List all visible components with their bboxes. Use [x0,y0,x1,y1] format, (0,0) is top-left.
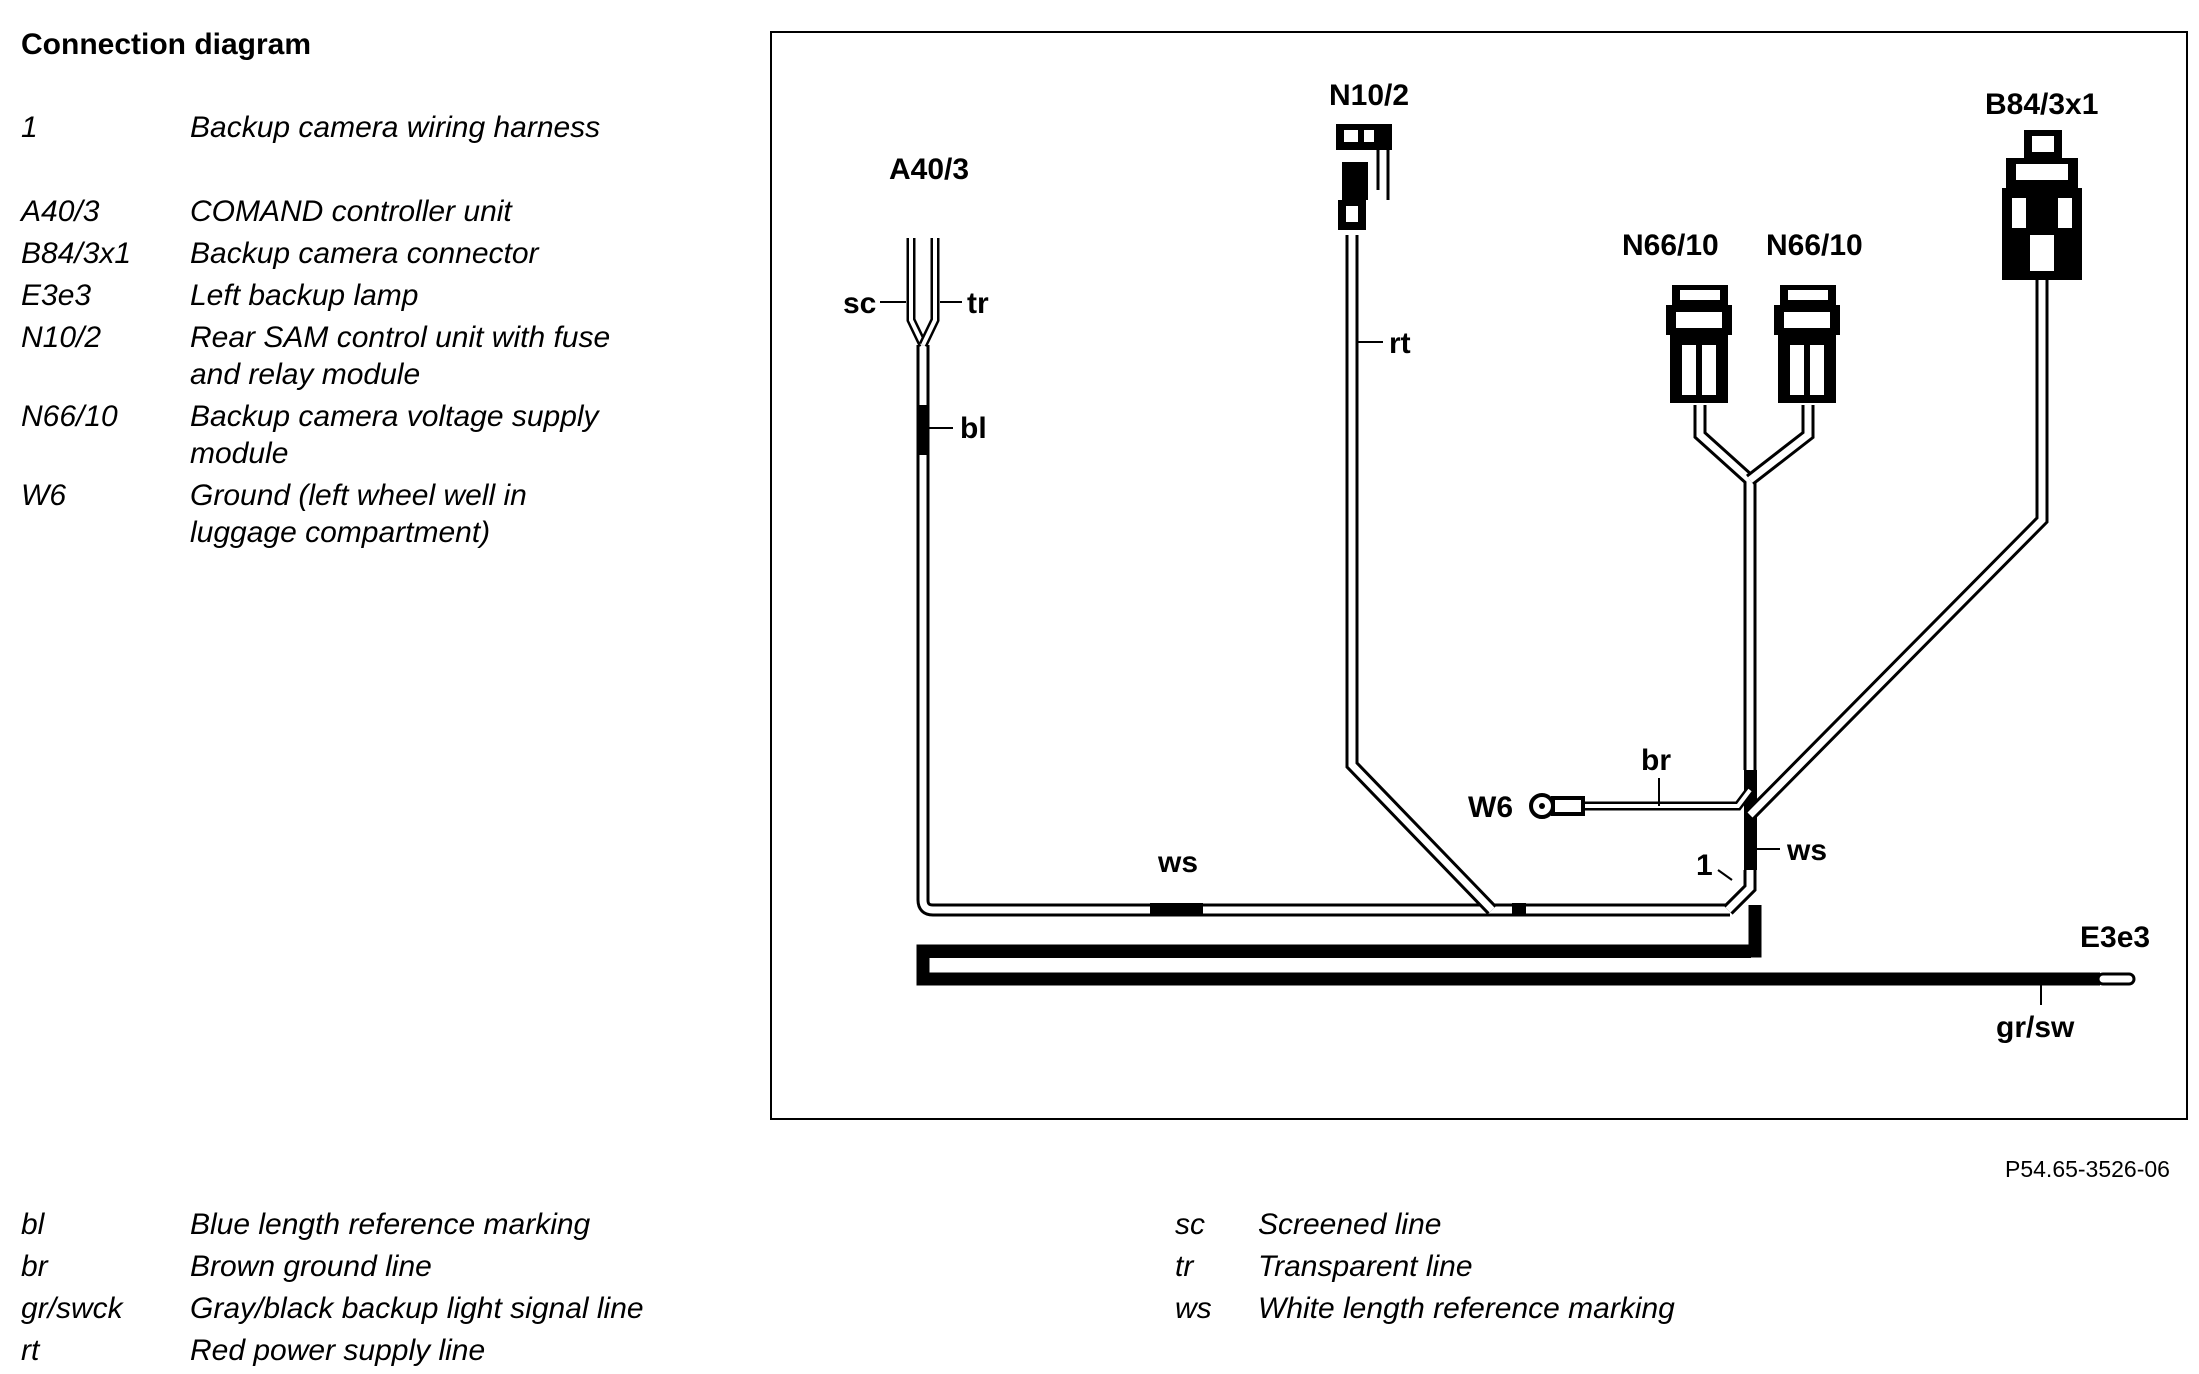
legend-desc: Transparent line [1258,1250,1473,1283]
label-rt: rt [1389,327,1411,360]
label-n66-10-left: N66/10 [1622,229,1719,262]
label-n10-2: N10/2 [1329,79,1409,112]
legend-desc: Left backup lamp [190,279,419,312]
legend-desc: Backup camera voltage supply [190,400,599,433]
legend-code: sc [1175,1208,1205,1241]
legend-desc: Brown ground line [190,1250,432,1283]
legend-desc-cont: module [190,437,289,470]
label-w6: W6 [1468,791,1513,824]
label-n66-10-right: N66/10 [1766,229,1863,262]
legend-code: N66/10 [21,400,118,433]
legend-desc: White length reference marking [1258,1292,1675,1325]
label-harness-1: 1 [1696,849,1713,882]
label-ws-left: ws [1157,846,1198,879]
legend-code: N10/2 [21,321,102,354]
page-title: Connection diagram [21,28,312,61]
legend-code: gr/swck [21,1292,123,1325]
figure-reference: P54.65-3526-06 [2005,1156,2170,1182]
n10-2-cable [1345,235,1497,915]
label-a40-3: A40/3 [889,153,969,186]
legend-code: tr [1175,1250,1194,1283]
label-ws-right: ws [1786,834,1827,867]
n66-10-right-connector-icon [1774,285,1840,403]
n66-10-left-connector-icon [1666,285,1732,403]
legend-desc: Backup camera wiring harness [190,111,601,144]
legend-code: ws [1175,1292,1212,1325]
legend-code: rt [21,1334,40,1367]
legend-desc: Red power supply line [190,1334,486,1367]
legend-code: E3e3 [21,279,92,312]
legend-desc: Ground (left wheel well in [190,479,527,512]
legend-code: 1 [21,111,38,144]
diagram-frame [770,31,2188,1120]
label-bl: bl [960,412,987,445]
legend-code: W6 [21,479,66,512]
legend-desc: Rear SAM control unit with fuse [190,321,611,354]
n10-2-connector-icon [1336,124,1392,230]
label-tr: tr [967,287,989,320]
legend-code: A40/3 [21,195,100,228]
n66-10-cables [1693,405,1815,870]
legend-desc: Backup camera connector [190,237,539,270]
w6-ground-cable [1582,778,1754,811]
b84-3x1-cable [1745,280,2049,820]
legend-desc-cont: luggage compartment) [190,516,491,549]
legend-code: bl [21,1208,45,1241]
label-br: br [1641,744,1671,777]
label-b84-3x1: B84/3x1 [1985,88,2098,121]
w6-ground-icon [1529,793,1585,819]
label-e3e3: E3e3 [2080,921,2150,954]
legend-desc: Blue length reference marking [190,1208,591,1241]
a40-3-cable [880,238,1730,917]
legend-code: br [21,1250,48,1283]
legend-code: B84/3x1 [21,237,132,270]
b84-3x1-connector-icon [2002,130,2082,280]
label-sc: sc [843,287,876,320]
legend-desc: Screened line [1258,1208,1442,1241]
legend-desc-cont: and relay module [190,358,421,391]
label-gr-sw: gr/sw [1996,1011,2075,1044]
legend-desc: COMAND controller unit [190,195,512,228]
e3e3-cable [916,848,2136,1005]
legend-desc: Gray/black backup light signal line [190,1292,644,1325]
